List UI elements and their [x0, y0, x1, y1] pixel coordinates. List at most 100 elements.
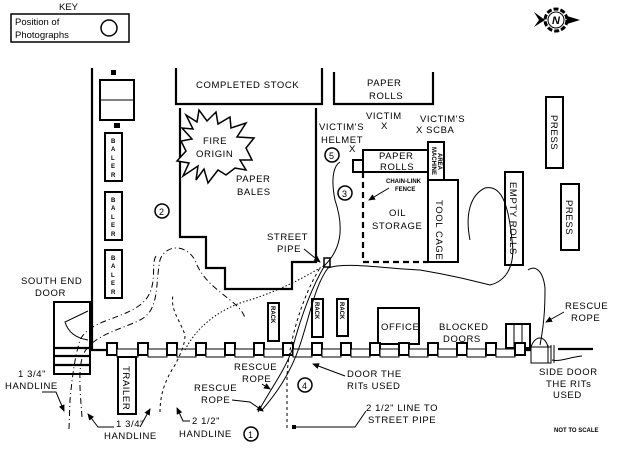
door-post: [253, 342, 265, 356]
key-title: KEY: [59, 2, 79, 13]
overhead-door: [437, 348, 458, 358]
door-post: [166, 342, 178, 356]
svg-text:5: 5: [329, 151, 334, 161]
not-to-scale-label: NOT TO SCALE: [554, 428, 599, 434]
key-line2: Photographs: [15, 30, 69, 41]
door-post: [282, 342, 294, 356]
overhead-door: [408, 348, 429, 358]
overhead-door: [379, 348, 400, 358]
empty-rolls-label: EMPTY ROLLS: [507, 182, 518, 255]
machine-area-label-1: MACHINE: [430, 147, 436, 175]
door-post: [485, 342, 497, 356]
tool-cage: [427, 179, 459, 263]
handline-134-b-label-2: HANDLINE: [104, 431, 157, 442]
door-post: [427, 342, 439, 356]
door-post: [106, 342, 118, 356]
victims-scba-label-1: VICTIM'S: [420, 114, 465, 125]
office-label: OFFICE: [381, 322, 419, 333]
oil-storage-label-1: OIL: [389, 208, 406, 219]
svg-text:E: E: [111, 281, 115, 287]
rack-1: RACK: [267, 302, 280, 342]
svg-text:B: B: [111, 256, 116, 262]
svg-text:E: E: [111, 164, 115, 170]
rack-3: RACK: [336, 298, 349, 337]
fire-origin-label-1: FIRE: [203, 136, 227, 147]
svg-text:2: 2: [159, 207, 164, 217]
overhead-door: [263, 348, 284, 358]
rescue-rope-route: [261, 239, 514, 411]
legend-key: KEY Position of Photographs: [10, 2, 130, 43]
victims-helmet-label-1: VICTIM'S: [319, 122, 364, 133]
fire-origin-icon: [175, 108, 256, 185]
svg-text:E: E: [111, 223, 115, 229]
line-street-pipe-label-1: 2 1/2" LINE TO: [366, 403, 438, 414]
photo-position-4: 4: [297, 377, 313, 393]
south-end-door-label-2: DOOR: [35, 288, 66, 299]
svg-text:A: A: [111, 147, 116, 153]
overhead-door: [321, 348, 342, 358]
photo-position-icon: [100, 19, 118, 37]
door-post: [340, 342, 352, 356]
paper-bales-label-1: PAPER: [236, 174, 271, 185]
rescue-rope-b-label-1: RESCUE: [194, 383, 237, 394]
rack-2: RACK: [311, 298, 324, 338]
paper-bales-label-2: BALES: [237, 187, 271, 198]
chain-link-fence: [361, 172, 428, 264]
svg-text:RACK: RACK: [269, 306, 275, 324]
photo-position-5: 5: [324, 147, 340, 163]
handline-134-b-label-1: 1 3/4": [116, 419, 144, 430]
svg-text:RACK: RACK: [313, 302, 319, 320]
helmet-x-mark: X: [349, 144, 356, 155]
trailer: [117, 356, 137, 415]
rescue-rope-loop: [467, 187, 513, 241]
photo-position-2: 2: [154, 203, 170, 219]
overhead-door: [147, 348, 168, 358]
south-end-door: [53, 301, 91, 375]
completed-stock-area: [174, 68, 324, 106]
photo-position-1: 1: [243, 426, 259, 442]
side-door-label-1: SIDE DOOR: [539, 367, 598, 378]
door-post: [456, 342, 468, 356]
handline-134-a-label-1: 1 3/4": [18, 369, 46, 380]
dotted-line: [184, 264, 326, 351]
empty-rolls: [504, 171, 524, 266]
press-2-label: PRESS: [563, 200, 574, 235]
rescue-rope-side: [527, 267, 546, 346]
paper-rolls-top-area: [332, 72, 435, 106]
blocked-doors-label-2: DOORS: [443, 334, 481, 345]
line-street-pipe-label-2: STREET PIPE: [368, 415, 436, 426]
side-door-label-3: USED: [553, 390, 582, 401]
handline-212-label-1: 2 1/2": [192, 416, 220, 427]
compass-label: N: [552, 15, 561, 27]
rescue-rope-c-label-1: RESCUE: [565, 301, 608, 312]
svg-text:A: A: [111, 206, 116, 212]
svg-text:RACK: RACK: [338, 302, 344, 320]
door-post: [514, 342, 526, 356]
marker-block: [114, 123, 120, 128]
rescue-rope-a-label-2: ROPE: [242, 374, 271, 385]
svg-text:R: R: [111, 173, 116, 179]
north-compass-icon: N: [534, 7, 580, 33]
rescue-rope-interior: [257, 161, 341, 413]
svg-text:1: 1: [248, 430, 253, 440]
overhead-door: [466, 348, 487, 358]
paper-bales-area: [178, 108, 318, 291]
svg-text:L: L: [111, 215, 115, 221]
door-rits-label-1: DOOR THE: [347, 369, 402, 380]
door-post: [195, 342, 207, 356]
svg-text:A: A: [111, 264, 116, 270]
svg-text:L: L: [111, 273, 115, 279]
line-to-street-pipe: [286, 267, 321, 428]
rescue-rope-b-label-2: ROPE: [201, 395, 230, 406]
paper-rolls-top-label-2: ROLLS: [369, 91, 403, 102]
fire-origin-label-2: ORIGIN: [196, 149, 233, 160]
victims-helmet-label-2: HELMET: [321, 135, 363, 146]
side-door-label-2: THE RITs: [546, 379, 591, 390]
overhead-door: [495, 348, 516, 358]
svg-text:L: L: [111, 156, 115, 162]
press-2: [560, 183, 580, 251]
svg-text:B: B: [111, 198, 116, 204]
